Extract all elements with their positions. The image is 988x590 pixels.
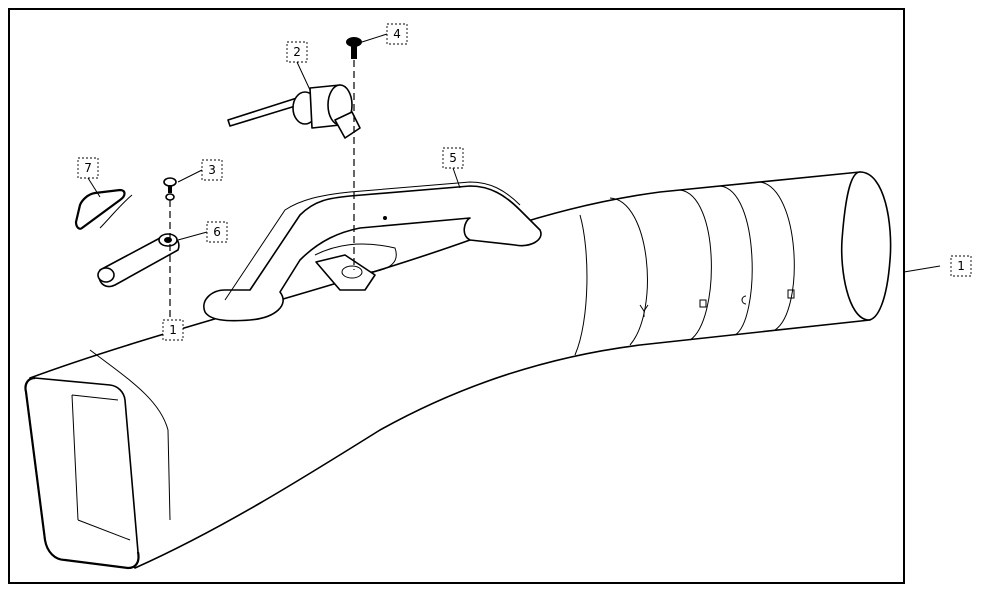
callout-label: 1 (169, 323, 177, 337)
callout-label: 1 (957, 259, 965, 273)
callout-3: 3 (201, 159, 223, 181)
callout-1-right: 1 (950, 255, 972, 277)
callout-label: 6 (213, 225, 221, 239)
part-3-pin (163, 177, 177, 201)
callout-label: 2 (293, 45, 301, 59)
diagram-frame (8, 8, 905, 584)
callout-5: 5 (442, 147, 464, 169)
part-2-sensor (227, 84, 361, 139)
part-7-clip (74, 188, 133, 230)
callout-label: 4 (393, 27, 401, 41)
handle (203, 181, 542, 322)
callout-label: 7 (84, 161, 92, 175)
callout-label: 5 (449, 151, 457, 165)
callout-7: 7 (77, 157, 99, 179)
leader-lines (87, 33, 941, 273)
part-4-screw (346, 37, 362, 59)
callout-2: 2 (286, 41, 308, 63)
callout-1-left: 1 (162, 319, 184, 341)
callout-6: 6 (206, 221, 228, 243)
blower-tube (24, 171, 892, 570)
callout-4: 4 (386, 23, 408, 45)
callout-label: 3 (208, 163, 216, 177)
part-6-link (97, 233, 180, 288)
